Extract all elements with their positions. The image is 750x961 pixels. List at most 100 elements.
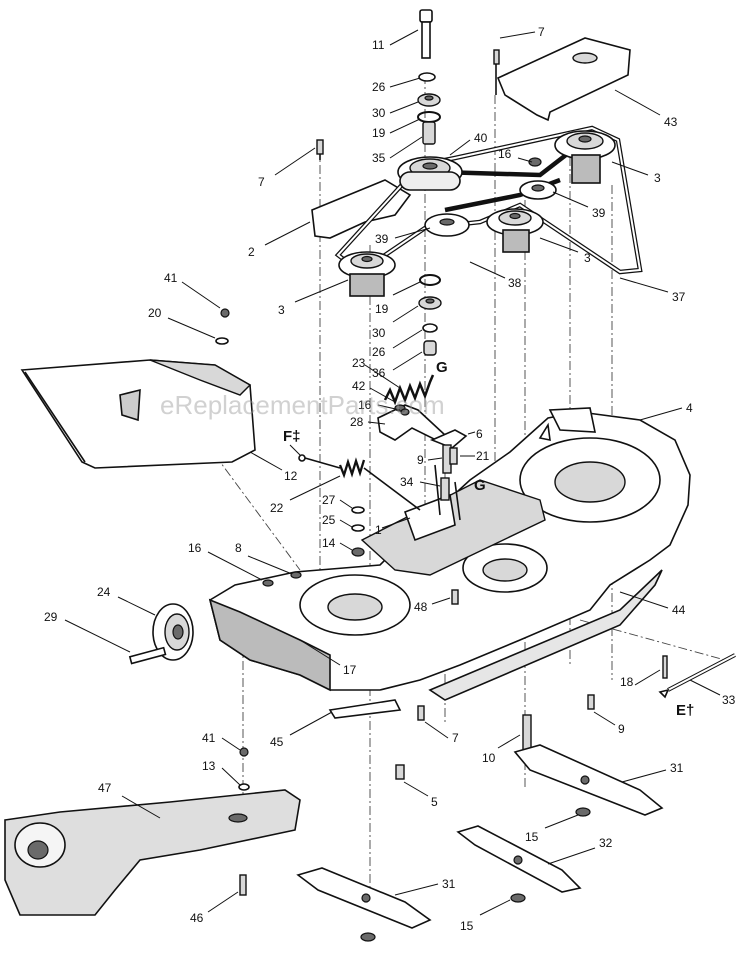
callout-7-front: 7	[452, 731, 459, 745]
callout-14: 14	[322, 536, 336, 550]
callout-30-upper: 30	[372, 106, 386, 120]
leader-line	[289, 711, 333, 736]
callout-10: 10	[482, 751, 496, 765]
leader-line	[424, 721, 449, 739]
gauge-wheel-24	[152, 603, 194, 661]
callout-16-upper: 16	[498, 147, 512, 161]
leader-line	[117, 596, 156, 616]
hanger-rod-33	[658, 653, 736, 699]
callout-12: 12	[284, 469, 298, 483]
shoulder-bolt-34	[440, 477, 450, 501]
leader-line	[467, 431, 476, 435]
ring-19-upper	[417, 111, 441, 123]
bolt-11	[419, 9, 433, 59]
callout-36: 36	[372, 366, 386, 380]
callout-44: 44	[672, 603, 686, 617]
leader-line	[249, 451, 283, 471]
leader-line	[389, 118, 421, 134]
bearing-30-upper	[417, 93, 441, 107]
leader-line	[621, 769, 667, 783]
leader-line	[403, 781, 429, 797]
leader-line	[392, 329, 423, 349]
callout-46: 46	[190, 911, 204, 925]
callout-9-right: 9	[618, 722, 625, 736]
washer-13	[238, 783, 250, 791]
callout-43: 43	[664, 115, 678, 129]
leader-line	[619, 591, 669, 609]
leader-line	[517, 157, 533, 163]
leader-line	[394, 227, 431, 239]
leader-line	[207, 551, 263, 581]
callout-18: 18	[620, 675, 634, 689]
callout-35: 35	[372, 151, 386, 165]
callout-24: 24	[97, 585, 111, 599]
callout-20: 20	[148, 306, 162, 320]
pulley-3-center	[486, 208, 544, 253]
callout-3-left: 3	[278, 303, 285, 317]
leader-line	[294, 279, 349, 303]
bolt-21	[449, 447, 458, 465]
leader-line	[614, 89, 661, 116]
leader-line	[264, 221, 311, 246]
callout-38: 38	[508, 276, 522, 290]
leader-line	[639, 407, 683, 421]
spacer-35	[422, 121, 436, 145]
washer-25	[351, 524, 365, 532]
callout-8: 8	[235, 541, 242, 555]
wheel-bolt-29	[128, 646, 167, 665]
baffle-45	[328, 699, 402, 719]
discharge-chute-12	[20, 359, 256, 469]
callout-41-lower: 41	[202, 731, 216, 745]
leader-line	[689, 679, 721, 696]
leader-line	[369, 387, 396, 403]
bolt-7-front	[417, 705, 425, 721]
bolt-46	[239, 874, 247, 896]
callout-2: 2	[248, 245, 255, 259]
leader-line	[394, 883, 439, 896]
washer-27	[351, 506, 365, 514]
pulley-39-center	[424, 213, 470, 237]
callout-4: 4	[686, 401, 693, 415]
callout-3-center: 3	[584, 251, 591, 265]
leader-line	[121, 795, 161, 819]
section-mark-g-lower: G	[474, 477, 486, 494]
pulley-3-left	[338, 251, 396, 297]
callout-23: 23	[352, 356, 366, 370]
leader-line	[499, 31, 536, 39]
blade-32	[456, 825, 582, 893]
callout-33: 33	[722, 693, 736, 707]
leader-line	[552, 191, 589, 208]
leader-line	[389, 136, 423, 159]
callout-22: 22	[270, 501, 284, 515]
callout-17: 17	[343, 663, 357, 677]
callout-31-right: 31	[670, 761, 684, 775]
callout-3-right-rear: 3	[654, 171, 661, 185]
leader-line	[221, 737, 241, 751]
callout-39-center: 39	[375, 232, 389, 246]
callout-27: 27	[322, 493, 336, 507]
leader-line	[207, 891, 239, 913]
belt-cover-2	[311, 179, 412, 239]
blade-nut-15-left	[510, 893, 526, 903]
spring-22	[338, 457, 366, 479]
leader-line	[364, 364, 401, 389]
callout-19-lower: 19	[375, 302, 389, 316]
clip-48	[451, 589, 459, 605]
callout-15-center: 15	[525, 830, 539, 844]
bolt-7-left	[316, 139, 324, 155]
leader-line	[392, 351, 423, 371]
callout-25: 25	[322, 513, 336, 527]
leader-line	[389, 29, 419, 46]
section-mark-f: F‡	[283, 428, 301, 445]
leader-line	[299, 639, 341, 666]
callout-45: 45	[270, 735, 284, 749]
leader-line	[64, 619, 131, 653]
nut-41-chute	[220, 308, 230, 318]
leader-line	[469, 261, 506, 279]
callouts: 11 26 30 19 35 7 43 40 16 3 7 39 2 39 3 …	[44, 25, 736, 933]
bearing-30-lower	[418, 296, 442, 310]
leader-line	[367, 421, 386, 425]
bolt-9-right	[587, 694, 595, 710]
washer-26-lower	[422, 323, 438, 333]
